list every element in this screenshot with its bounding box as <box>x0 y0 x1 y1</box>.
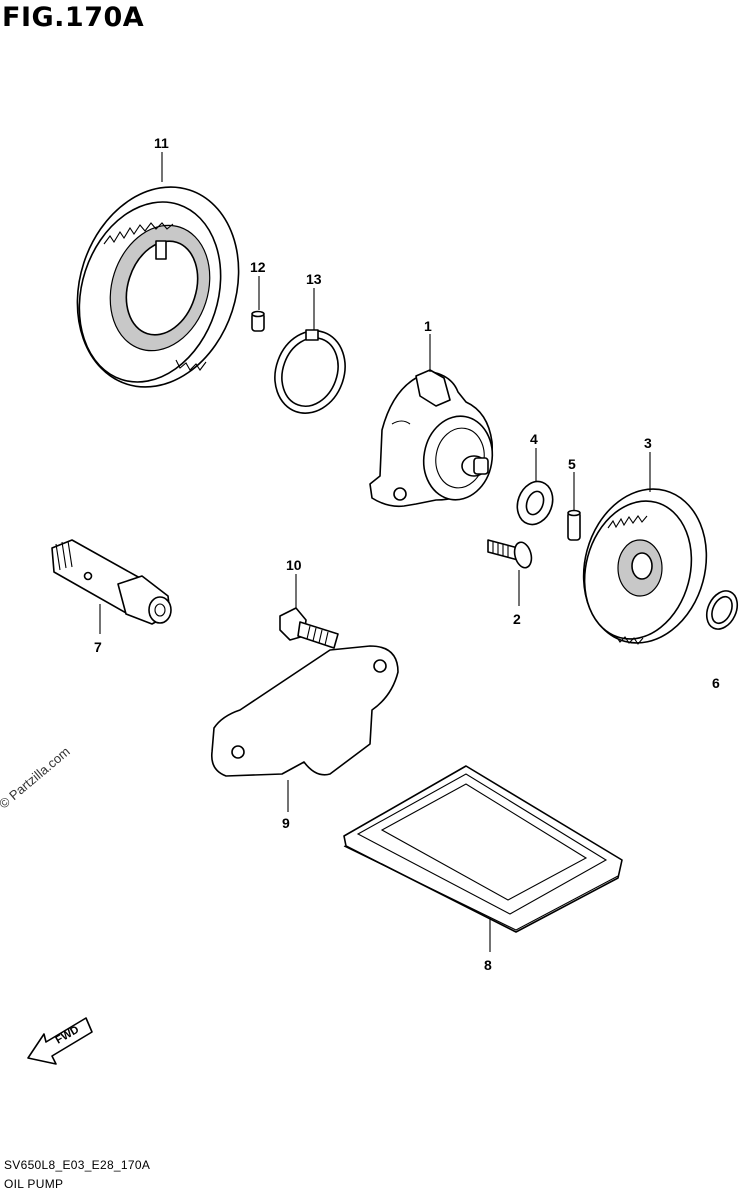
callout-5: 5 <box>568 456 576 472</box>
callout-1: 1 <box>424 318 432 334</box>
part-7-fitting[interactable] <box>51 539 172 625</box>
callout-3: 3 <box>644 435 652 451</box>
part-11-drive-gear[interactable] <box>52 166 263 408</box>
part-3-driven-gear[interactable] <box>567 475 723 657</box>
callout-8: 8 <box>484 957 492 973</box>
callout-9: 9 <box>282 815 290 831</box>
callout-11: 11 <box>154 135 169 151</box>
part-8-strainer[interactable] <box>343 765 623 933</box>
footer-group-name: OIL PUMP <box>4 1177 64 1191</box>
part-12-pin[interactable] <box>251 310 265 332</box>
callout-4: 4 <box>530 431 538 447</box>
part-2-screw[interactable] <box>487 539 534 570</box>
callout-2: 2 <box>513 611 521 627</box>
callout-13: 13 <box>306 271 322 287</box>
fwd-arrow-icon: FWD <box>27 1017 93 1065</box>
footer-model-code: SV650L8_E03_E28_170A <box>4 1158 151 1172</box>
callout-10: 10 <box>286 557 302 573</box>
callout-12: 12 <box>250 259 266 275</box>
part-4-washer[interactable] <box>512 477 559 530</box>
part-9-plate[interactable] <box>210 645 399 777</box>
part-6-circlip[interactable] <box>701 586 739 634</box>
part-10-bolt[interactable] <box>279 607 339 649</box>
callout-6: 6 <box>712 675 720 691</box>
part-5-pin[interactable] <box>567 509 581 541</box>
callout-7: 7 <box>94 639 102 655</box>
figure-title: FIG.170A <box>2 2 145 33</box>
part-13-circlip[interactable] <box>264 321 357 423</box>
part-1-oil-pump[interactable] <box>369 369 499 508</box>
